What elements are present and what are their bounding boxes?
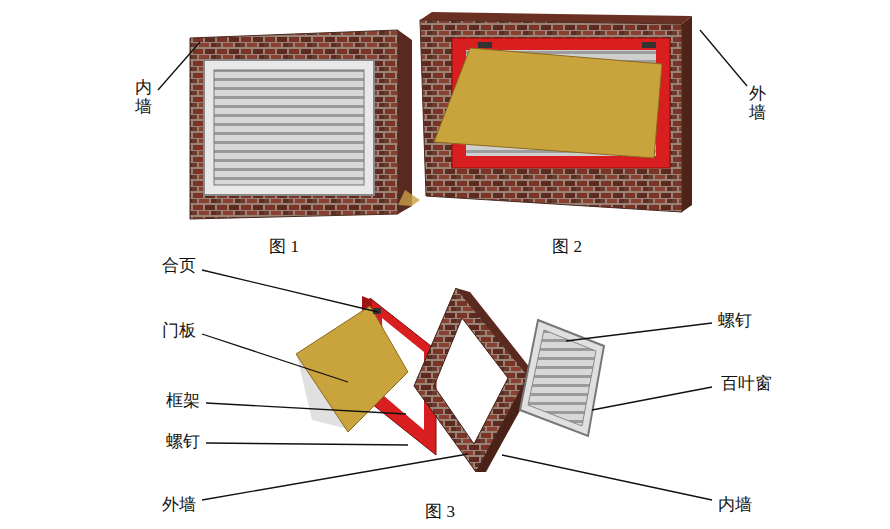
part-label: 外墙: [162, 495, 196, 515]
part-label: 内墙: [718, 495, 752, 515]
leader-lines: [158, 30, 747, 500]
figure-caption: 图 1: [269, 237, 299, 257]
part-label: 框架: [166, 391, 200, 411]
figure-caption: 图 3: [425, 502, 455, 522]
part-label: 门板: [162, 321, 196, 341]
wall-label: 内墙: [135, 79, 152, 116]
part-label: 百叶窗: [721, 374, 772, 394]
figure-2: [420, 12, 692, 212]
wall-label: 外墙: [749, 85, 766, 122]
part-label: 螺钉: [718, 311, 752, 331]
figure-1: [190, 30, 420, 219]
part-label: 螺钉: [166, 432, 200, 452]
part-label: 合页: [162, 256, 196, 276]
figure-caption: 图 2: [552, 237, 582, 257]
